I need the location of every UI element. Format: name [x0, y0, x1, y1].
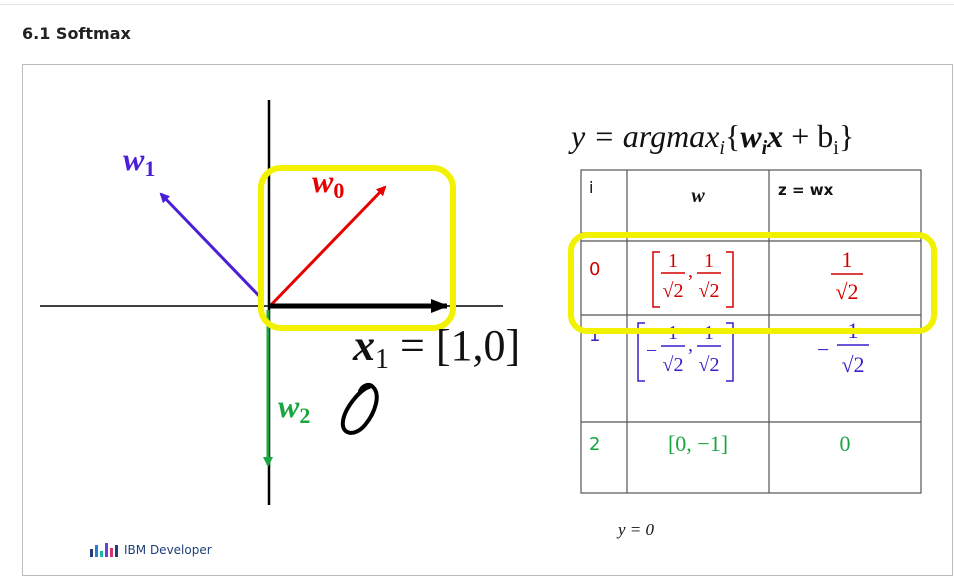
row0-z-num: 1 — [842, 247, 853, 272]
table-row: 1 − 1 √2 , 1 √2 − 1 √2 — [589, 318, 869, 382]
table-row: 0 1 √2 , 1 √2 1 √2 — [589, 247, 863, 308]
row1-den1: √2 — [663, 354, 684, 376]
handwritten-zero — [340, 382, 379, 435]
table-header-w: w — [691, 185, 705, 207]
w0-highlight-box — [258, 165, 456, 331]
softmax-slide-image: w1 w0 w2 x1 = [1,0] y = argmaxi{wix + bi… — [22, 64, 953, 576]
svg-text:,: , — [688, 260, 693, 282]
row2-w: [0, −1] — [668, 431, 728, 456]
argmax-formula: y = argmaxi{wix + bi} — [568, 118, 854, 159]
result-label: y = 0 — [616, 520, 655, 539]
table-header-i: i — [589, 178, 593, 197]
table-header-z: z = wx — [778, 181, 834, 199]
section-title: 6.1 Softmax — [22, 24, 131, 43]
row2-z: 0 — [840, 431, 851, 456]
x1-equals-label: x1 = [1,0] — [352, 321, 520, 375]
row1-z-minus: − — [817, 337, 829, 362]
w1-label: w1 — [123, 141, 155, 181]
w2-label: w2 — [278, 388, 310, 428]
row1-left-bracket — [637, 322, 645, 382]
w1-vector — [159, 192, 265, 302]
row1-z-den: √2 — [841, 352, 864, 377]
row0-z-den: √2 — [835, 279, 858, 304]
svg-text:,: , — [688, 334, 693, 356]
w0-label: w0 — [312, 163, 344, 203]
slide-graphic: w1 w0 w2 x1 = [1,0] y = argmaxi{wix + bi… — [40, 100, 937, 539]
row0-right-bracket — [726, 251, 734, 308]
row1-index: 1 — [589, 325, 600, 346]
row0-left-bracket — [652, 251, 660, 308]
ibm-logo-icon — [90, 543, 118, 557]
row0-den1: √2 — [663, 280, 684, 302]
row0-highlight-box — [568, 232, 937, 334]
ibm-developer-logo: IBM Developer — [90, 543, 212, 557]
row0-index: 0 — [589, 259, 600, 280]
row0-den2: √2 — [699, 280, 720, 302]
row2-index: 2 — [589, 434, 600, 455]
row1-right-bracket — [726, 322, 734, 382]
w0-vector — [268, 185, 387, 308]
top-divider — [0, 4, 954, 5]
row0-num1: 1 — [668, 250, 678, 272]
row0-num2: 1 — [704, 250, 714, 272]
table-row: 2 [0, −1] 0 — [589, 431, 851, 456]
row1-minus: − — [646, 340, 657, 362]
ibm-logo-text: IBM Developer — [124, 543, 212, 557]
row1-den2: √2 — [699, 354, 720, 376]
